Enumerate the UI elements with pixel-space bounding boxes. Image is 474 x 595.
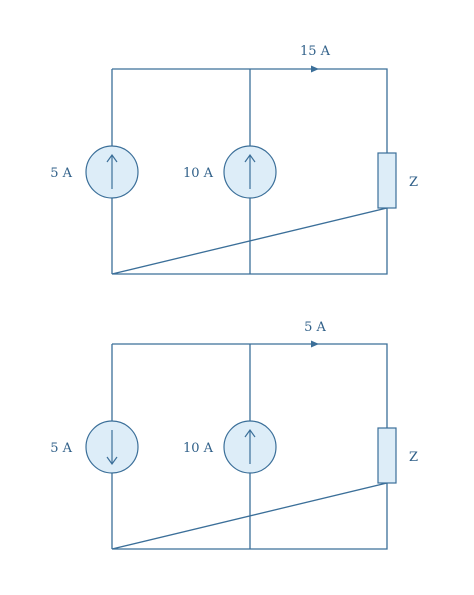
circuit-1-load-impedance bbox=[377, 152, 397, 209]
circuit-1-load-label: Z bbox=[409, 175, 418, 190]
circuit-2-load-label: Z bbox=[409, 450, 418, 465]
circuit-1-mid-source-label: 10 A bbox=[183, 166, 214, 181]
circuit-1-mid-source-arrow-up-icon bbox=[244, 153, 256, 189]
circuit-2-left-source-label: 5 A bbox=[50, 441, 72, 456]
circuit-1-branch-current-label: 15 A bbox=[300, 44, 331, 59]
circuit-2-load-impedance bbox=[377, 427, 397, 484]
circuit-2-left-source-arrow-down-icon bbox=[106, 430, 118, 466]
circuit-1-left-source-arrow-up-icon bbox=[106, 153, 118, 189]
circuit-1-current-arrow-icon bbox=[311, 65, 319, 73]
circuit-2: 5 A 5 A 10 A Z bbox=[50, 320, 418, 550]
circuit-2-mid-source-arrow-up-icon bbox=[244, 428, 256, 464]
circuit-2-current-arrow-icon bbox=[311, 340, 319, 348]
circuit-2-mid-source-label: 10 A bbox=[183, 441, 214, 456]
circuit-1-left-source-label: 5 A bbox=[50, 166, 72, 181]
circuit-1: 15 A 5 A 10 A Z bbox=[50, 44, 418, 275]
circuit-2-branch-current-label: 5 A bbox=[304, 320, 326, 335]
